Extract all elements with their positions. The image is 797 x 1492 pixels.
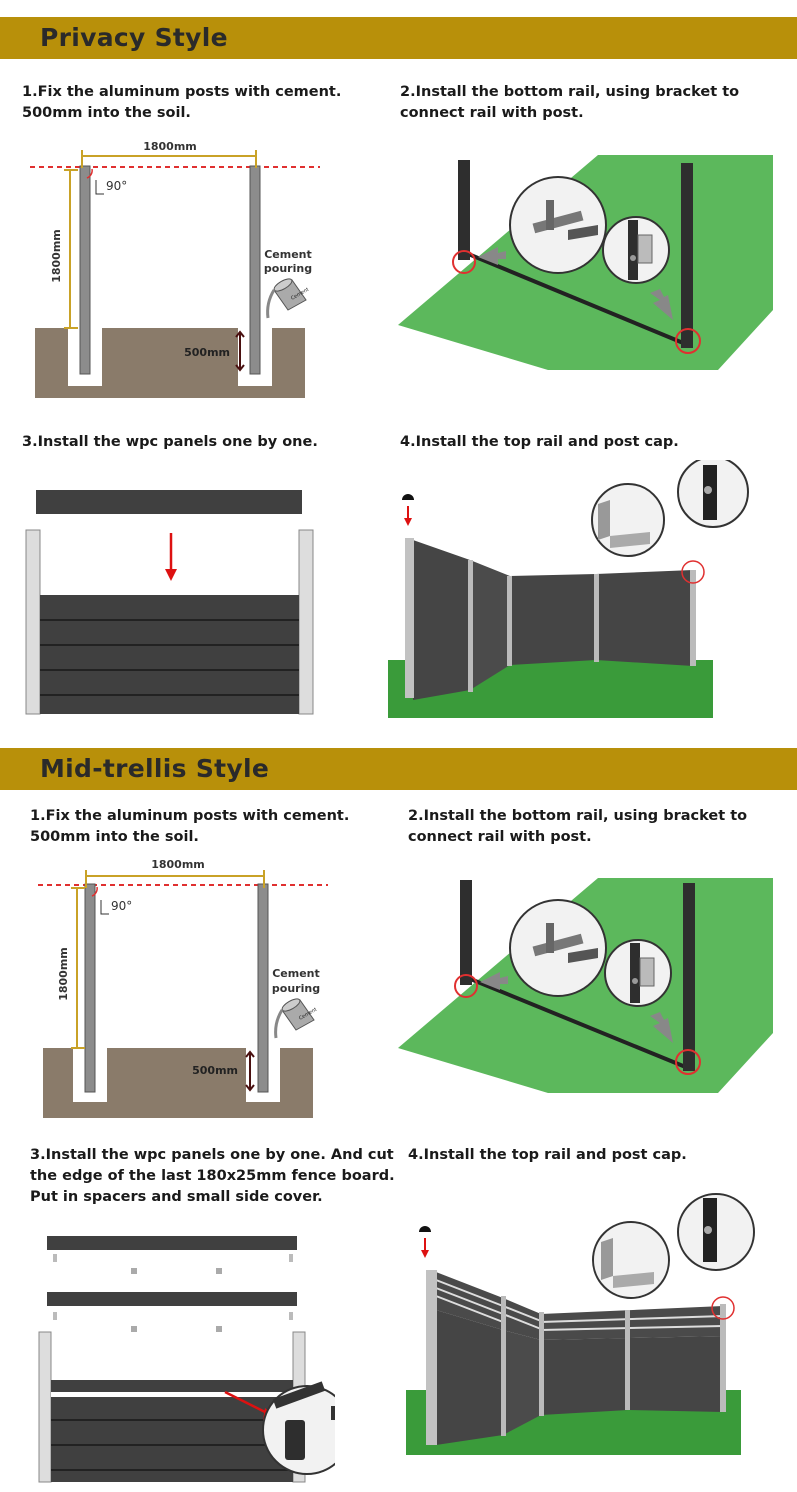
depth-label: 500mm xyxy=(192,1064,238,1077)
bottom-rail-diagram xyxy=(398,878,773,1093)
cement-bucket-icon: Cement xyxy=(274,998,318,1039)
width-label: 1800mm xyxy=(143,140,197,153)
arrow-icon xyxy=(650,1012,673,1043)
angle-label: 90° xyxy=(106,179,127,193)
post-installation-diagram: 1800mm 1800mm 90° 500mm Cement pouring C… xyxy=(30,140,320,398)
top-rail-diagram xyxy=(388,460,749,718)
height-label: 1800mm xyxy=(50,229,63,283)
step-4-text: 4.Install the top rail and post cap. xyxy=(400,434,679,450)
step-3-text: 3.Install the wpc panels one by one. xyxy=(22,434,318,450)
wpc-panels-diagram xyxy=(25,490,314,715)
post-left xyxy=(84,883,96,1093)
post-right xyxy=(681,163,693,348)
bracket-closeup-icon xyxy=(602,216,670,284)
post-cap-highlight xyxy=(711,1296,735,1320)
arrow-icon xyxy=(480,972,508,990)
cement-label-1: Cement xyxy=(264,248,312,261)
trellis-band xyxy=(435,1272,724,1340)
bottom-rail xyxy=(467,976,689,1070)
bracket-highlight-right xyxy=(675,328,701,354)
side-cover-closeup-icon xyxy=(262,1381,335,1475)
bracket-highlight-right xyxy=(675,1049,701,1075)
corner-post xyxy=(426,1270,437,1445)
arrow-icon xyxy=(478,247,506,265)
spacer xyxy=(131,1326,137,1332)
angle-label: 90° xyxy=(111,899,132,913)
arrow-icon xyxy=(650,289,673,320)
cement-label-1: Cement xyxy=(272,967,320,980)
cement-bucket-icon: Cement xyxy=(266,278,310,319)
step-1-text: 1.Fix the aluminum posts with cement. 50… xyxy=(22,84,342,121)
post-right xyxy=(298,529,314,715)
step-3-text: 3.Install the wpc panels one by one. And… xyxy=(30,1147,395,1205)
width-label: 1800mm xyxy=(151,858,205,871)
post-cap-closeup-icon xyxy=(677,460,749,528)
cement-label-2: pouring xyxy=(264,262,312,275)
top-panel xyxy=(47,1236,297,1250)
depth-label: 500mm xyxy=(184,346,230,359)
wpc-panels-spacers-diagram xyxy=(38,1236,335,1483)
cement-label-2: pouring xyxy=(272,982,320,995)
trellis-top-rail-diagram xyxy=(406,1193,755,1455)
post-installation-diagram: 1800mm 1800mm 90° 500mm Cement pouring C… xyxy=(38,858,328,1118)
post-left xyxy=(25,529,41,715)
post-left xyxy=(458,160,470,260)
bracket-highlight-left xyxy=(454,974,478,998)
post-cap-highlight xyxy=(681,560,705,584)
hammer-closeup-icon xyxy=(509,176,607,274)
post-right xyxy=(683,883,695,1071)
post-left xyxy=(460,880,472,985)
section-banner-mid-trellis: Mid-trellis Style xyxy=(0,748,797,790)
post-left xyxy=(38,1331,52,1483)
section-title: Privacy Style xyxy=(40,23,228,52)
step-2-text: 2.Install the bottom rail, using bracket… xyxy=(400,84,740,121)
spacer xyxy=(131,1268,137,1274)
spacer xyxy=(216,1326,222,1332)
post-cap-closeup-icon xyxy=(677,1193,755,1271)
post-right xyxy=(249,165,261,375)
post-right xyxy=(257,883,269,1093)
panel-stack xyxy=(40,595,299,714)
panel-left xyxy=(413,540,470,700)
section-banner-privacy: Privacy Style xyxy=(0,17,797,59)
pointer-arrow-icon xyxy=(224,1390,272,1417)
bottom-rail-diagram xyxy=(398,155,773,370)
panel-left xyxy=(436,1310,503,1445)
cut-panel xyxy=(47,1292,297,1306)
spacer xyxy=(216,1268,222,1274)
section-title: Mid-trellis Style xyxy=(40,754,270,783)
bracket-closeup-icon xyxy=(592,1221,670,1299)
bottom-rail xyxy=(465,251,689,347)
step-4-text: 4.Install the top rail and post cap. xyxy=(408,1147,687,1163)
post-cap-icon xyxy=(402,494,414,500)
bracket-highlight-left xyxy=(452,250,476,274)
height-label: 1800mm xyxy=(57,947,70,1001)
bracket-closeup-icon xyxy=(604,939,672,1007)
corner-post xyxy=(405,538,414,698)
post-cap-icon xyxy=(419,1226,431,1232)
bracket-closeup-icon xyxy=(591,483,665,557)
step-1-text: 1.Fix the aluminum posts with cement. 50… xyxy=(30,808,350,845)
post-left xyxy=(79,165,91,375)
falling-panel xyxy=(36,490,302,514)
hammer-closeup-icon xyxy=(509,899,607,997)
step-2-text: 2.Install the bottom rail, using bracket… xyxy=(408,808,748,845)
